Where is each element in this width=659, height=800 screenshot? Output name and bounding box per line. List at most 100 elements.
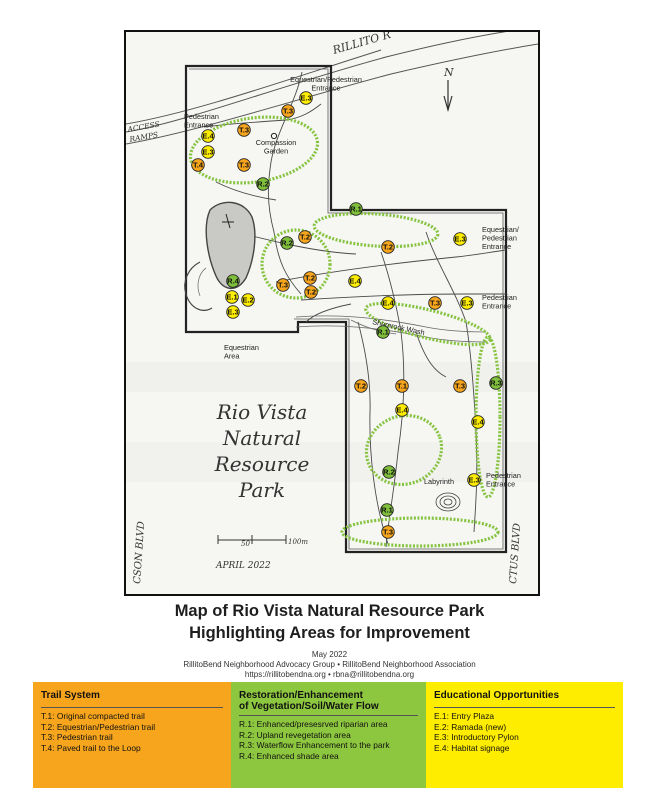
marker-code: E.4 [349, 277, 361, 286]
map-marker-r2: R.2 [256, 177, 270, 191]
marker-dot [280, 236, 294, 250]
svg-text:Rio Vista: Rio Vista [216, 400, 308, 424]
marker-code: T.3 [430, 299, 440, 308]
legend-trail-heading: Trail System [41, 690, 100, 701]
map-marker-e3: E.3 [453, 232, 467, 246]
marker-code: E.4 [382, 299, 394, 308]
marker-code: R.4 [227, 277, 240, 286]
marker-dot [299, 91, 313, 105]
marker-dot [201, 129, 215, 143]
marker-dot [201, 145, 215, 159]
river-banks [126, 32, 538, 145]
label-labyrinth: Labyrinth [424, 477, 454, 486]
marker-code: E.4 [202, 132, 214, 141]
map-marker-e2: E.2 [241, 293, 255, 307]
legend-item: E.3: Introductory Pylon [434, 732, 519, 743]
legend-item: E.2: Ramada (new) [434, 721, 507, 732]
marker-dot [348, 274, 362, 288]
park-name-sketch: Rio Vista Natural Resource Park [214, 400, 310, 502]
map-marker-e3: E.3 [299, 91, 313, 105]
legend-item: R.4: Enhanced shade area [239, 750, 339, 761]
map-marker-t1: T.1 [395, 379, 409, 393]
marker-code: E.3 [454, 235, 465, 244]
legend-item: T.1: Original compacted trail [41, 711, 145, 721]
map-marker-e4: E.4 [395, 403, 409, 417]
legend-item: R.3: Waterflow Enhancement to the park [239, 740, 390, 751]
map-marker-e3: E.3 [467, 473, 481, 487]
map-marker-e4: E.4 [471, 415, 485, 429]
marker-dot [428, 296, 442, 310]
marker-dot [256, 177, 270, 191]
map-marker-e3: E.3 [226, 305, 240, 319]
marker-code: E.4 [396, 406, 408, 415]
marker-code: E.4 [472, 418, 484, 427]
marker-dot [226, 305, 240, 319]
marker-code: R.3 [490, 379, 502, 388]
map-marker-t3: T.3 [381, 525, 395, 539]
marker-dot [382, 465, 396, 479]
marker-code: E.3 [227, 308, 238, 317]
marker-dot [226, 274, 240, 288]
park-boundary [184, 64, 508, 554]
label-eq-ped-entrance-top: Equestrian/Pedestrian [290, 75, 362, 84]
marker-dot [191, 158, 205, 172]
map-marker-e3: E.3 [460, 296, 474, 310]
map-marker-t3: T.3 [276, 278, 290, 292]
map-marker-e4: E.4 [381, 296, 395, 310]
marker-dot [241, 293, 255, 307]
map-marker-r2: R.2 [382, 465, 396, 479]
marker-dot [471, 415, 485, 429]
marker-code: R.1 [377, 328, 389, 337]
marker-code: E.1 [226, 293, 237, 302]
map-marker-t2: T.2 [298, 230, 312, 244]
legend-education-heading: Educational Opportunities [434, 690, 560, 701]
marker-code: E.3 [202, 148, 213, 157]
map-marker-t3: T.3 [281, 104, 295, 118]
marker-dot [349, 202, 363, 216]
legend-item: R.2: Upland revegetation area [239, 729, 351, 740]
legend-item: T.2: Equestrian/Pedestrian trail [41, 721, 156, 732]
marker-code: T.3 [455, 382, 465, 391]
road-label-left: CSON BLVD [132, 521, 147, 584]
marker-dot [381, 240, 395, 254]
north-arrow-icon [443, 80, 453, 113]
svg-text:Resource: Resource [214, 452, 310, 476]
marker-dot [237, 158, 251, 172]
map-marker-r1: R.1 [376, 325, 390, 339]
marker-code: E.3 [300, 94, 311, 103]
garden-icon [270, 132, 278, 140]
label-compassion-garden: Compassion [256, 138, 297, 147]
marker-code: E.3 [461, 299, 472, 308]
organizations-line: RillitoBend Neighborhood Advocacy Group … [183, 660, 476, 669]
map-marker-r1: R.1 [349, 202, 363, 216]
map-marker-t3: T.3 [237, 123, 251, 137]
map-marker-t3: T.3 [453, 379, 467, 393]
marker-dot [395, 379, 409, 393]
map-marker-r3: R.3 [489, 376, 503, 390]
marker-dot [380, 503, 394, 517]
marker-dot [489, 376, 503, 390]
svg-text:Park: Park [238, 478, 285, 502]
map-marker-t2: T.2 [354, 379, 368, 393]
north-label: N [443, 66, 454, 79]
marker-dot [395, 403, 409, 417]
marker-dot [276, 278, 290, 292]
label-ped-entrance-low: Pedestrian [486, 471, 521, 480]
legend-item: E.1: Entry Plaza [434, 711, 495, 721]
marker-code: T.1 [397, 382, 407, 391]
map-marker-t3: T.3 [237, 158, 251, 172]
legend-restoration-heading: Restoration/Enhancement [239, 690, 363, 701]
road-label-right: CTUS BLVD [508, 523, 523, 584]
marker-dot [460, 296, 474, 310]
legend-educational: Educational Opportunities E.1: Entry Pla… [426, 682, 623, 788]
marker-dot [303, 271, 317, 285]
legend-item: T.4: Paved trail to the Loop [41, 742, 141, 753]
marker-code: R.1 [350, 205, 362, 214]
map-sketch: RILLITO R ACCESS RAMPS N [126, 32, 538, 594]
date-line: May 2022 [311, 650, 348, 659]
